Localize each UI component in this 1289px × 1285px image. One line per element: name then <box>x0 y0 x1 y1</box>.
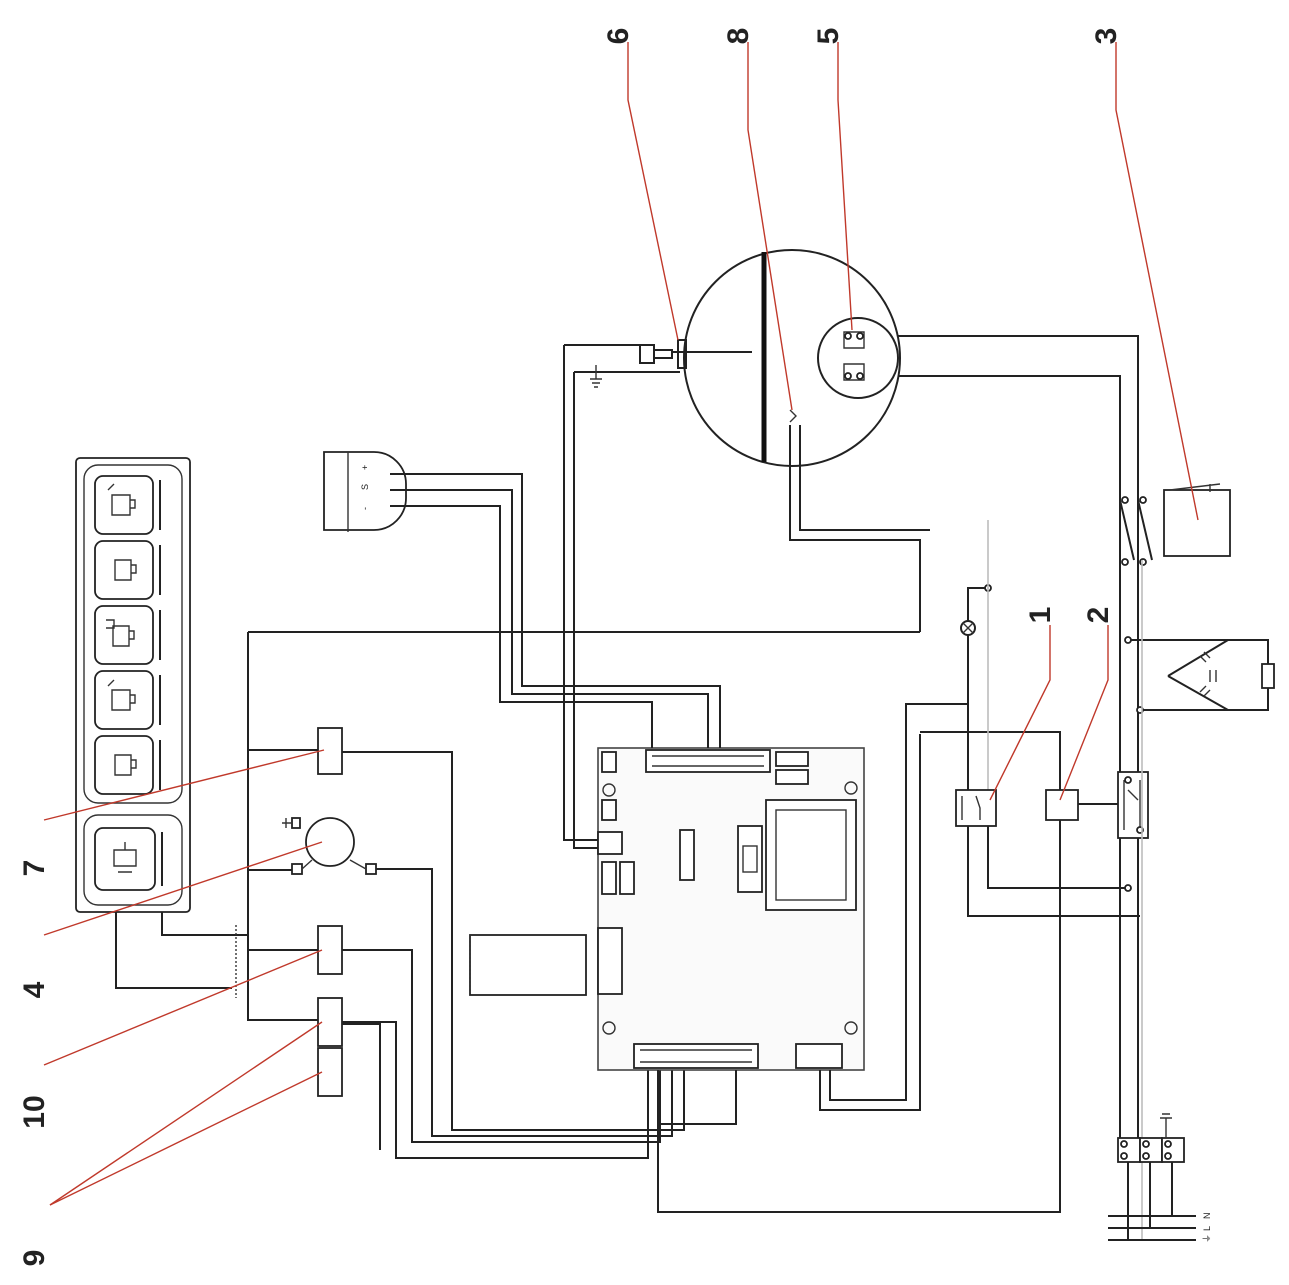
label-4: 4 <box>18 981 51 998</box>
component-2-box <box>1045 789 1079 821</box>
control-board <box>597 747 865 1071</box>
flowmeter-sensor: + S - <box>323 451 407 532</box>
button-power[interactable] <box>94 827 163 891</box>
label-7: 7 <box>18 860 51 877</box>
label-9: 9 <box>18 1250 51 1267</box>
indicator-lamp <box>960 620 976 636</box>
button-panel <box>75 457 191 913</box>
mains-label-n: N <box>1202 1213 1212 1220</box>
button-cappuccino[interactable] <box>94 605 161 665</box>
label-10: 10 <box>18 1095 51 1128</box>
button-espresso[interactable] <box>94 735 161 795</box>
label-1: 1 <box>1024 607 1057 624</box>
terminal-block <box>1117 1113 1185 1163</box>
label-3: 3 <box>1090 28 1123 45</box>
heating-element <box>469 934 587 996</box>
main-switch <box>1117 771 1149 839</box>
pump-component-4 <box>282 817 377 875</box>
label-8: 8 <box>722 28 755 45</box>
svg-text:S: S <box>360 484 370 490</box>
component-3-box <box>1163 489 1231 557</box>
boiler-unit <box>639 249 901 467</box>
svg-text:-: - <box>360 507 370 510</box>
leader-lines <box>43 42 1199 1206</box>
component-7-box <box>317 727 343 775</box>
button-coffee-single[interactable] <box>94 540 161 600</box>
label-2: 2 <box>1082 607 1115 624</box>
button-coffee-double[interactable] <box>94 475 161 535</box>
label-5: 5 <box>812 28 845 45</box>
mains-label-l: L <box>1202 1226 1212 1231</box>
button-lungo[interactable] <box>94 670 161 730</box>
mains-label-pe: ⏚ <box>1202 1234 1212 1243</box>
svg-text:+: + <box>360 465 370 470</box>
label-6: 6 <box>602 28 635 45</box>
